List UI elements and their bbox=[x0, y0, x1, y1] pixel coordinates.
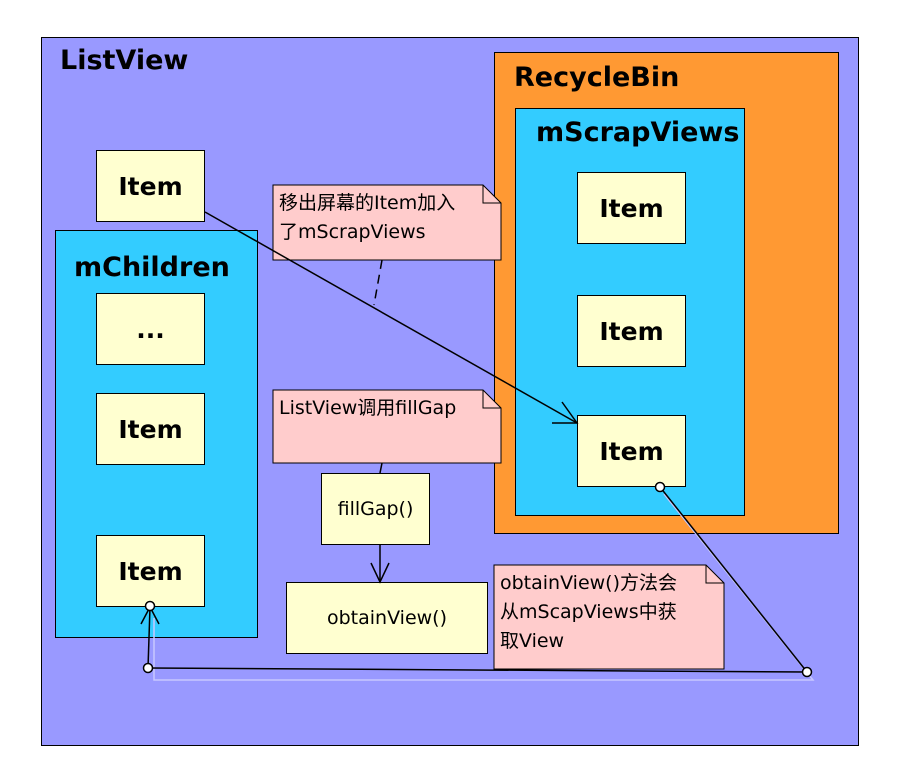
listview-title: ListView bbox=[60, 45, 189, 76]
mchildren-title: mChildren bbox=[74, 252, 230, 283]
path-node bbox=[801, 666, 813, 678]
obtainview-function: obtainView() bbox=[286, 582, 488, 654]
note-shape bbox=[272, 389, 502, 464]
recycle-arrow-head bbox=[552, 401, 579, 424]
note-obtain-desc-text: obtainView()方法会 从mScapViews中获 取View bbox=[500, 572, 678, 652]
recycle-arrow-line bbox=[204, 211, 578, 424]
note-move-out: 移出屏幕的Item加入 了mScrapViews bbox=[272, 184, 502, 261]
return-path-segment bbox=[147, 606, 151, 669]
note-anchor-fillgap bbox=[379, 462, 383, 474]
return-path-shadow bbox=[153, 493, 815, 681]
return-path-segment bbox=[659, 486, 808, 673]
scrap-item: Item bbox=[577, 295, 686, 367]
removed-item: Item bbox=[96, 150, 205, 222]
path-node bbox=[144, 600, 156, 612]
scrap-item: Item bbox=[577, 172, 686, 244]
mscrapviews-title: mScrapViews bbox=[536, 117, 740, 148]
note-obtain-desc: obtainView()方法会 从mScapViews中获 取View bbox=[493, 564, 725, 670]
note-fillgap-call-text: ListView调用fillGap bbox=[279, 397, 457, 419]
scrap-item-recycled: Item bbox=[577, 415, 686, 487]
path-node bbox=[142, 662, 154, 674]
return-path-segment bbox=[147, 667, 808, 673]
child-item: Item bbox=[96, 393, 205, 465]
note-shape bbox=[272, 184, 502, 261]
child-item-new: Item bbox=[96, 535, 205, 607]
call-arrow-head bbox=[370, 562, 390, 584]
note-shape bbox=[493, 564, 725, 670]
note-fillgap-call: ListView调用fillGap bbox=[272, 389, 502, 464]
path-node bbox=[654, 481, 666, 493]
recyclebin-title: RecycleBin bbox=[514, 62, 680, 93]
note-move-out-text: 移出屏幕的Item加入 了mScrapViews bbox=[279, 192, 456, 243]
note-anchor-dashed bbox=[373, 259, 383, 306]
child-item-ellipsis: ... bbox=[96, 293, 205, 365]
fillgap-function: fillGap() bbox=[321, 473, 430, 545]
